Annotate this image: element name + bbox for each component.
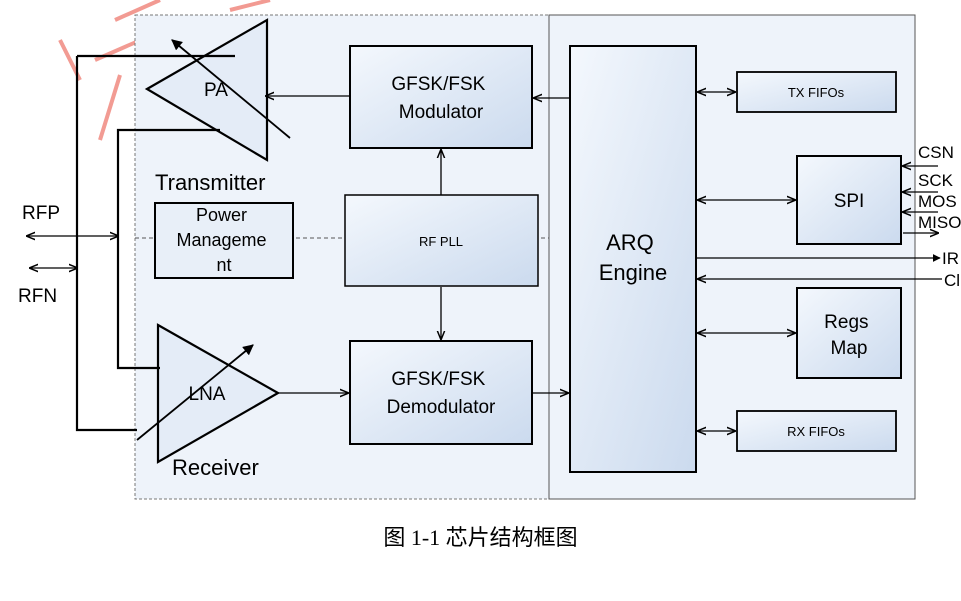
rf-connections <box>75 54 235 432</box>
arq-line2: Engine <box>599 260 668 285</box>
irq-label: IR <box>942 249 959 268</box>
rf-pll-label: RF PLL <box>419 234 463 249</box>
ce-label: Cl <box>944 271 960 290</box>
svg-text:GFSK/FSK Demodulator: GFSK/FSK Demodulator <box>387 369 496 418</box>
figure-caption: 图 1-1 芯片结构框图 <box>383 525 578 550</box>
modulator-block: GFSK/FSK Modulator <box>349 45 533 149</box>
modulator-line1: GFSK/FSK <box>391 74 485 95</box>
power-line1: Power <box>196 205 247 225</box>
demodulator-line1: GFSK/FSK <box>391 369 485 390</box>
tx-fifos-block: TX FIFOs <box>736 71 897 113</box>
transmitter-label: Transmitter <box>155 170 265 195</box>
rfp-label: RFP <box>22 203 60 224</box>
lna-amplifier: LNA <box>136 323 281 464</box>
tx-fifos-label: TX FIFOs <box>788 85 845 100</box>
svg-text:Regs Map: Regs Map <box>824 312 874 359</box>
power-line3: nt <box>216 255 231 275</box>
regs-line2: Map <box>831 338 868 359</box>
signal-arrows <box>266 92 942 431</box>
spi-label: SPI <box>834 191 865 212</box>
pa-label: PA <box>204 80 228 101</box>
pin-arrows-left <box>27 236 118 268</box>
rx-fifos-block: RX FIFOs <box>736 410 897 452</box>
regs-map-block: Regs Map <box>796 287 902 379</box>
sck-label: SCK <box>918 171 954 190</box>
modulator-line2: Modulator <box>399 102 484 123</box>
power-line2: Manageme <box>176 230 266 250</box>
mosi-label: MOS <box>918 192 957 211</box>
arq-line1: ARQ <box>606 230 654 255</box>
rfn-label: RFN <box>18 286 57 307</box>
rx-fifos-label: RX FIFOs <box>787 424 845 439</box>
lna-label: LNA <box>189 384 226 405</box>
demodulator-block: GFSK/FSK Demodulator <box>349 340 533 445</box>
svg-text:Power Manageme nt: Power Manageme nt <box>176 205 271 275</box>
arq-engine-block: ARQ Engine <box>569 45 697 473</box>
svg-text:GFSK/FSK Modulator: GFSK/FSK Modulator <box>391 74 490 123</box>
regs-line1: Regs <box>824 312 868 333</box>
rf-pll-block: RF PLL <box>344 194 539 287</box>
spi-block: SPI <box>796 155 902 245</box>
csn-label: CSN <box>918 143 954 162</box>
power-management-block: Power Manageme nt <box>154 202 294 279</box>
demodulator-line2: Demodulator <box>387 397 496 418</box>
svg-text:ARQ Engine: ARQ Engine <box>599 230 668 285</box>
receiver-label: Receiver <box>172 455 259 480</box>
miso-label: MISO <box>918 213 961 232</box>
